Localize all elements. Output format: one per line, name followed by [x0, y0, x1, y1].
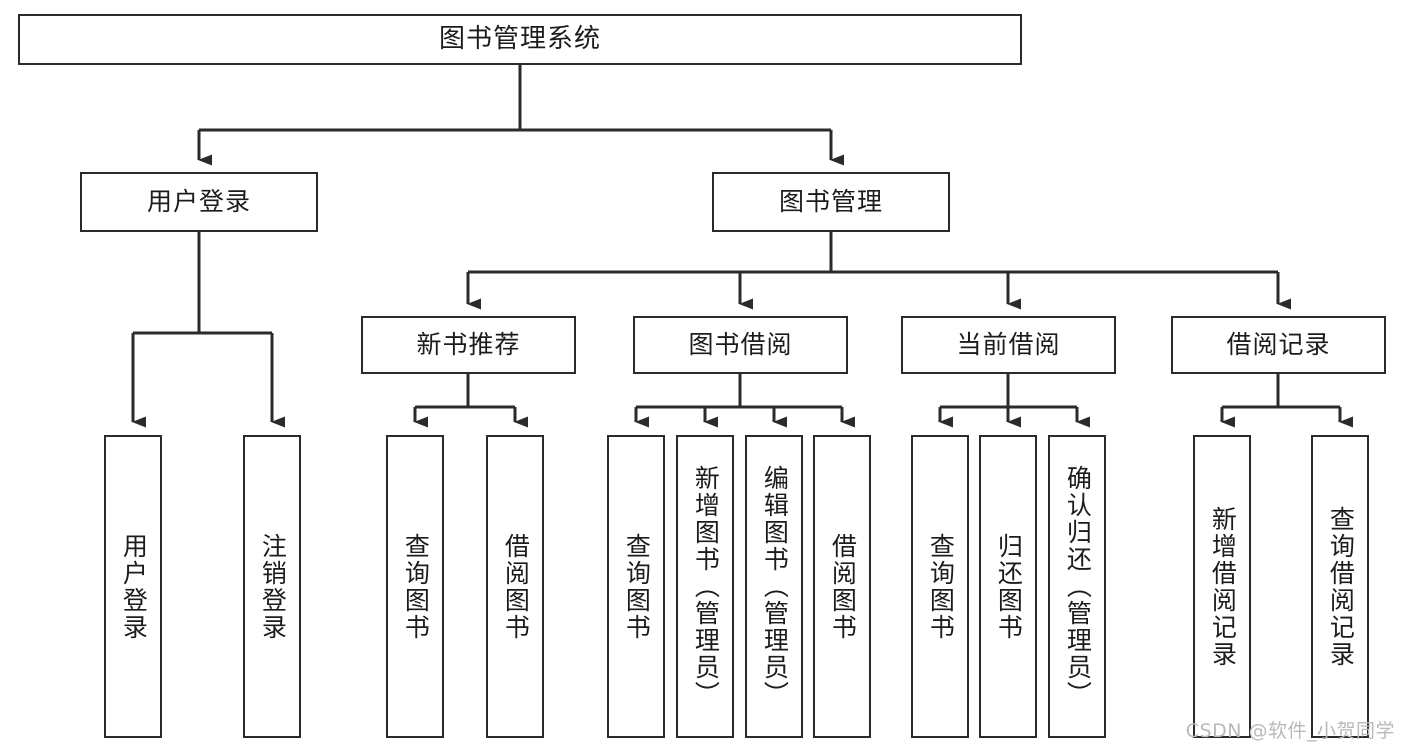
leaf-borrow-book-2[interactable]: 借阅图书: [813, 435, 871, 738]
leaf-query-record[interactable]: 查询借阅记录: [1311, 435, 1369, 738]
node-new-book-recommend[interactable]: 新书推荐: [361, 316, 576, 374]
leaf-borrow-book-1[interactable]: 借阅图书: [486, 435, 544, 738]
leaf-query-book-3[interactable]: 查询图书: [911, 435, 969, 738]
node-borrow-record-label: 借阅记录: [1226, 330, 1331, 359]
leaf-query-book-1-label: 查询图书: [401, 532, 431, 641]
leaf-add-record-label: 新增借阅记录: [1208, 505, 1238, 668]
leaf-confirm-return[interactable]: 确认归还（管理员）: [1048, 435, 1106, 738]
leaf-logout-login[interactable]: 注销登录: [243, 435, 301, 738]
leaf-return-book-label: 归还图书: [994, 532, 1024, 641]
leaf-add-book[interactable]: 新增图书（管理员）: [676, 435, 734, 738]
leaf-query-book-2[interactable]: 查询图书: [607, 435, 665, 738]
node-root[interactable]: 图书管理系统: [18, 14, 1022, 65]
leaf-query-book-2-label: 查询图书: [622, 532, 652, 641]
node-new-book-recommend-label: 新书推荐: [416, 330, 521, 359]
leaf-query-record-label: 查询借阅记录: [1326, 505, 1356, 668]
node-user-login[interactable]: 用户登录: [80, 172, 318, 232]
node-borrow-record[interactable]: 借阅记录: [1171, 316, 1386, 374]
node-current-borrow[interactable]: 当前借阅: [901, 316, 1116, 374]
watermark: CSDN @软件_小贺同学: [1185, 720, 1395, 742]
node-book-manage-label: 图书管理: [778, 187, 883, 216]
leaf-return-book[interactable]: 归还图书: [979, 435, 1037, 738]
node-book-manage[interactable]: 图书管理: [712, 172, 950, 232]
leaf-user-login[interactable]: 用户登录: [104, 435, 162, 738]
node-book-borrow-label: 图书借阅: [688, 330, 793, 359]
node-book-borrow[interactable]: 图书借阅: [633, 316, 848, 374]
node-user-login-label: 用户登录: [146, 187, 251, 216]
leaf-borrow-book-2-label: 借阅图书: [828, 532, 858, 641]
leaf-query-book-3-label: 查询图书: [926, 532, 956, 641]
leaf-edit-book[interactable]: 编辑图书（管理员）: [745, 435, 803, 738]
leaf-borrow-book-1-label: 借阅图书: [501, 532, 531, 641]
leaf-logout-login-label: 注销登录: [258, 532, 288, 641]
node-root-label: 图书管理系统: [438, 23, 601, 54]
leaf-user-login-label: 用户登录: [119, 532, 149, 641]
node-current-borrow-label: 当前借阅: [956, 330, 1061, 359]
leaf-add-book-label: 新增图书（管理员）: [691, 465, 721, 708]
leaf-confirm-return-label: 确认归还（管理员）: [1063, 465, 1093, 708]
leaf-query-book-1[interactable]: 查询图书: [386, 435, 444, 738]
leaf-add-record[interactable]: 新增借阅记录: [1193, 435, 1251, 738]
leaf-edit-book-label: 编辑图书（管理员）: [760, 465, 790, 708]
